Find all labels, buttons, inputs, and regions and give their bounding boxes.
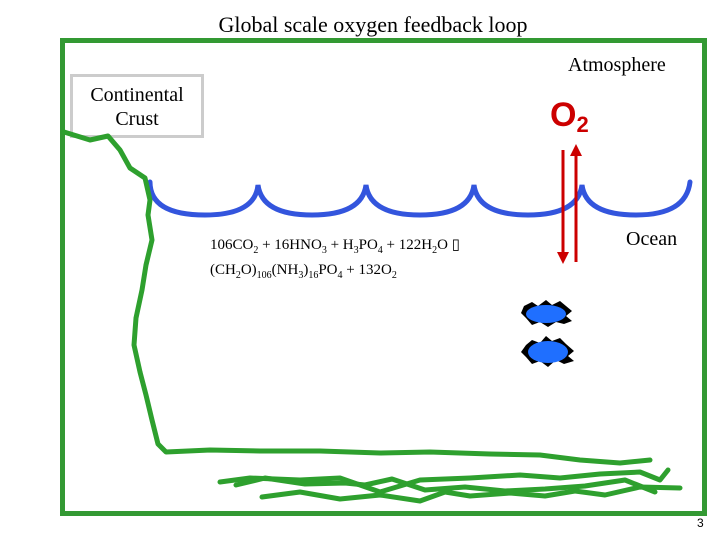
continental-crust-label-box: Continental Crust (70, 74, 204, 138)
equation-subscript: 106 (256, 270, 272, 281)
organism-top (521, 300, 572, 327)
equation-text: (CH (210, 262, 236, 278)
equation-text: + 16HNO (258, 237, 322, 253)
arrow-up-head (570, 144, 582, 156)
equation-subscript: 2 (432, 245, 438, 256)
oxygen-exchange-arrows (557, 144, 582, 264)
equation-subscript: 16 (308, 270, 319, 281)
page-number: 3 (697, 516, 704, 530)
equation-text: + 132O (342, 262, 392, 278)
sediment-layer-3 (259, 484, 683, 504)
equation-text: + 122H (382, 237, 433, 253)
sediment-layer-1 (217, 467, 671, 495)
equation-text: O) (240, 262, 257, 278)
crust-label-line1: Continental (90, 84, 184, 106)
o2-main: O (550, 96, 577, 134)
equation-subscript: 2 (235, 270, 241, 281)
equation-subscript: 3 (353, 245, 359, 256)
o2-label: O2 (550, 96, 589, 138)
equation-line-2: (CH2O)106(NH3)16PO4 + 132O2 (210, 262, 397, 281)
equation-text: PO (318, 262, 338, 278)
ocean-label: Ocean (626, 228, 678, 250)
equation-text: + H (326, 237, 354, 253)
equation-subscript: 4 (337, 270, 343, 281)
arrow-down-head (557, 252, 569, 264)
diagram-title: Global scale oxygen feedback loop (218, 12, 528, 37)
equation-text: O ▯ (437, 237, 460, 253)
organism-bottom-body (528, 341, 568, 363)
continental-crust-outline (61, 129, 653, 466)
equation-subscript: 3 (321, 245, 327, 256)
sediment-layer-2 (233, 475, 658, 495)
equation-line-1: 106CO2 + 16HNO3 + H3PO4 + 122H2O ▯ (210, 235, 460, 256)
equation-text: (NH (271, 262, 299, 278)
organism-top-body (526, 305, 566, 323)
atmosphere-label: Atmosphere (568, 54, 666, 76)
equation-subscript: 4 (377, 245, 383, 256)
equation-subscript: 2 (253, 245, 259, 256)
o2-subscript: 2 (576, 112, 589, 137)
earth-system-frame (60, 38, 707, 516)
equation-subscript: 2 (391, 270, 397, 281)
equation-text: PO (358, 237, 378, 253)
equation-text: ) (303, 262, 309, 278)
equation-text: 106CO (210, 237, 254, 253)
organism-bottom (521, 336, 574, 367)
equation-subscript: 3 (298, 270, 304, 281)
ocean-surface-waves (147, 179, 693, 218)
crust-label-line2: Crust (115, 108, 159, 130)
